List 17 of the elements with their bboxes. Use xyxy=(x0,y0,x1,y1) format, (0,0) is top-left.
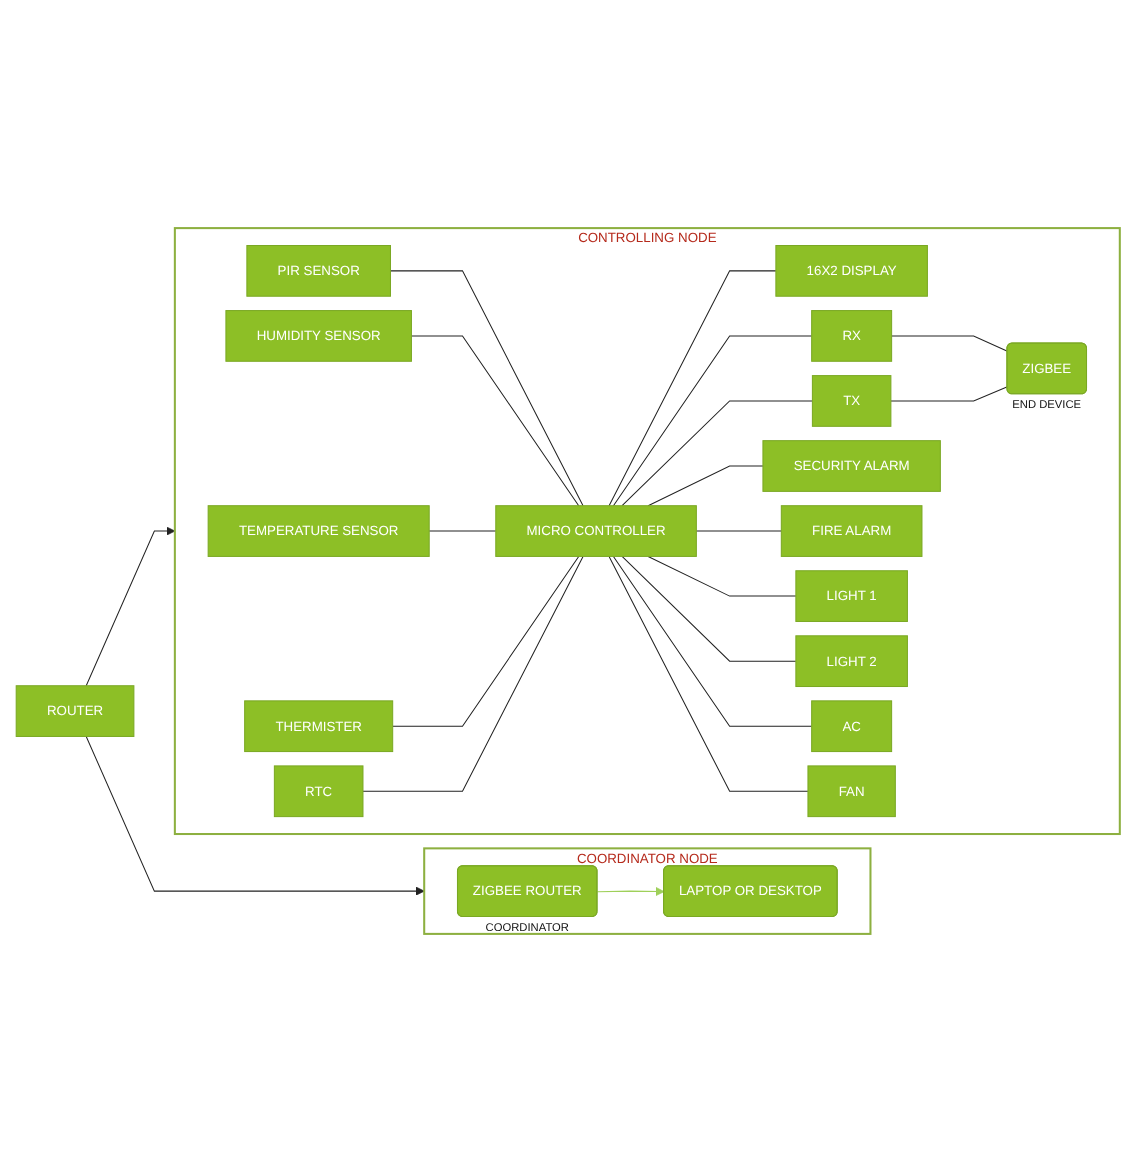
connector xyxy=(392,555,580,727)
connector xyxy=(362,555,584,792)
arrow xyxy=(85,526,176,687)
connector xyxy=(621,400,813,507)
connector xyxy=(891,335,1008,352)
connector xyxy=(612,335,813,507)
connector xyxy=(612,555,813,727)
connector xyxy=(621,555,797,662)
connector xyxy=(608,270,777,507)
connector xyxy=(890,386,1008,402)
arrow xyxy=(85,735,425,896)
connector xyxy=(410,335,580,507)
connector xyxy=(608,555,809,792)
arrow xyxy=(597,887,665,897)
connector xyxy=(389,270,584,507)
connector xyxy=(647,465,764,507)
connector xyxy=(647,555,797,597)
